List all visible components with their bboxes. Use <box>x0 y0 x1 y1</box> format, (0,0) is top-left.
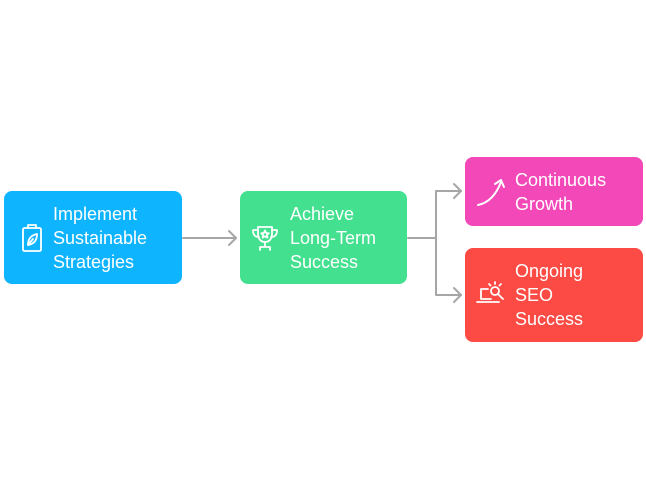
edge-achieve-to-seo <box>435 237 462 303</box>
growth-arrow-icon <box>473 175 509 209</box>
edge-achieve-to-growth <box>407 183 462 239</box>
node-label: Ongoing SEO Success <box>515 261 584 329</box>
node-achieve-long-term-success: Achieve Long-Term Success <box>240 191 407 284</box>
edge-implement-to-achieve <box>182 230 237 246</box>
seo-laptop-icon <box>473 278 509 312</box>
node-label: Achieve Long-Term Success <box>290 203 377 272</box>
node-label: Implement Sustainable Strategies <box>53 203 148 272</box>
node-continuous-growth: Continuous Growth <box>465 157 643 226</box>
node-implement-sustainable-strategies: Implement Sustainable Strategies <box>4 191 182 284</box>
node-label: Continuous Growth <box>515 169 607 214</box>
node-ongoing-seo-success: Ongoing SEO Success <box>465 248 643 342</box>
trophy-icon <box>249 222 281 254</box>
leaf-document-icon <box>20 222 44 254</box>
